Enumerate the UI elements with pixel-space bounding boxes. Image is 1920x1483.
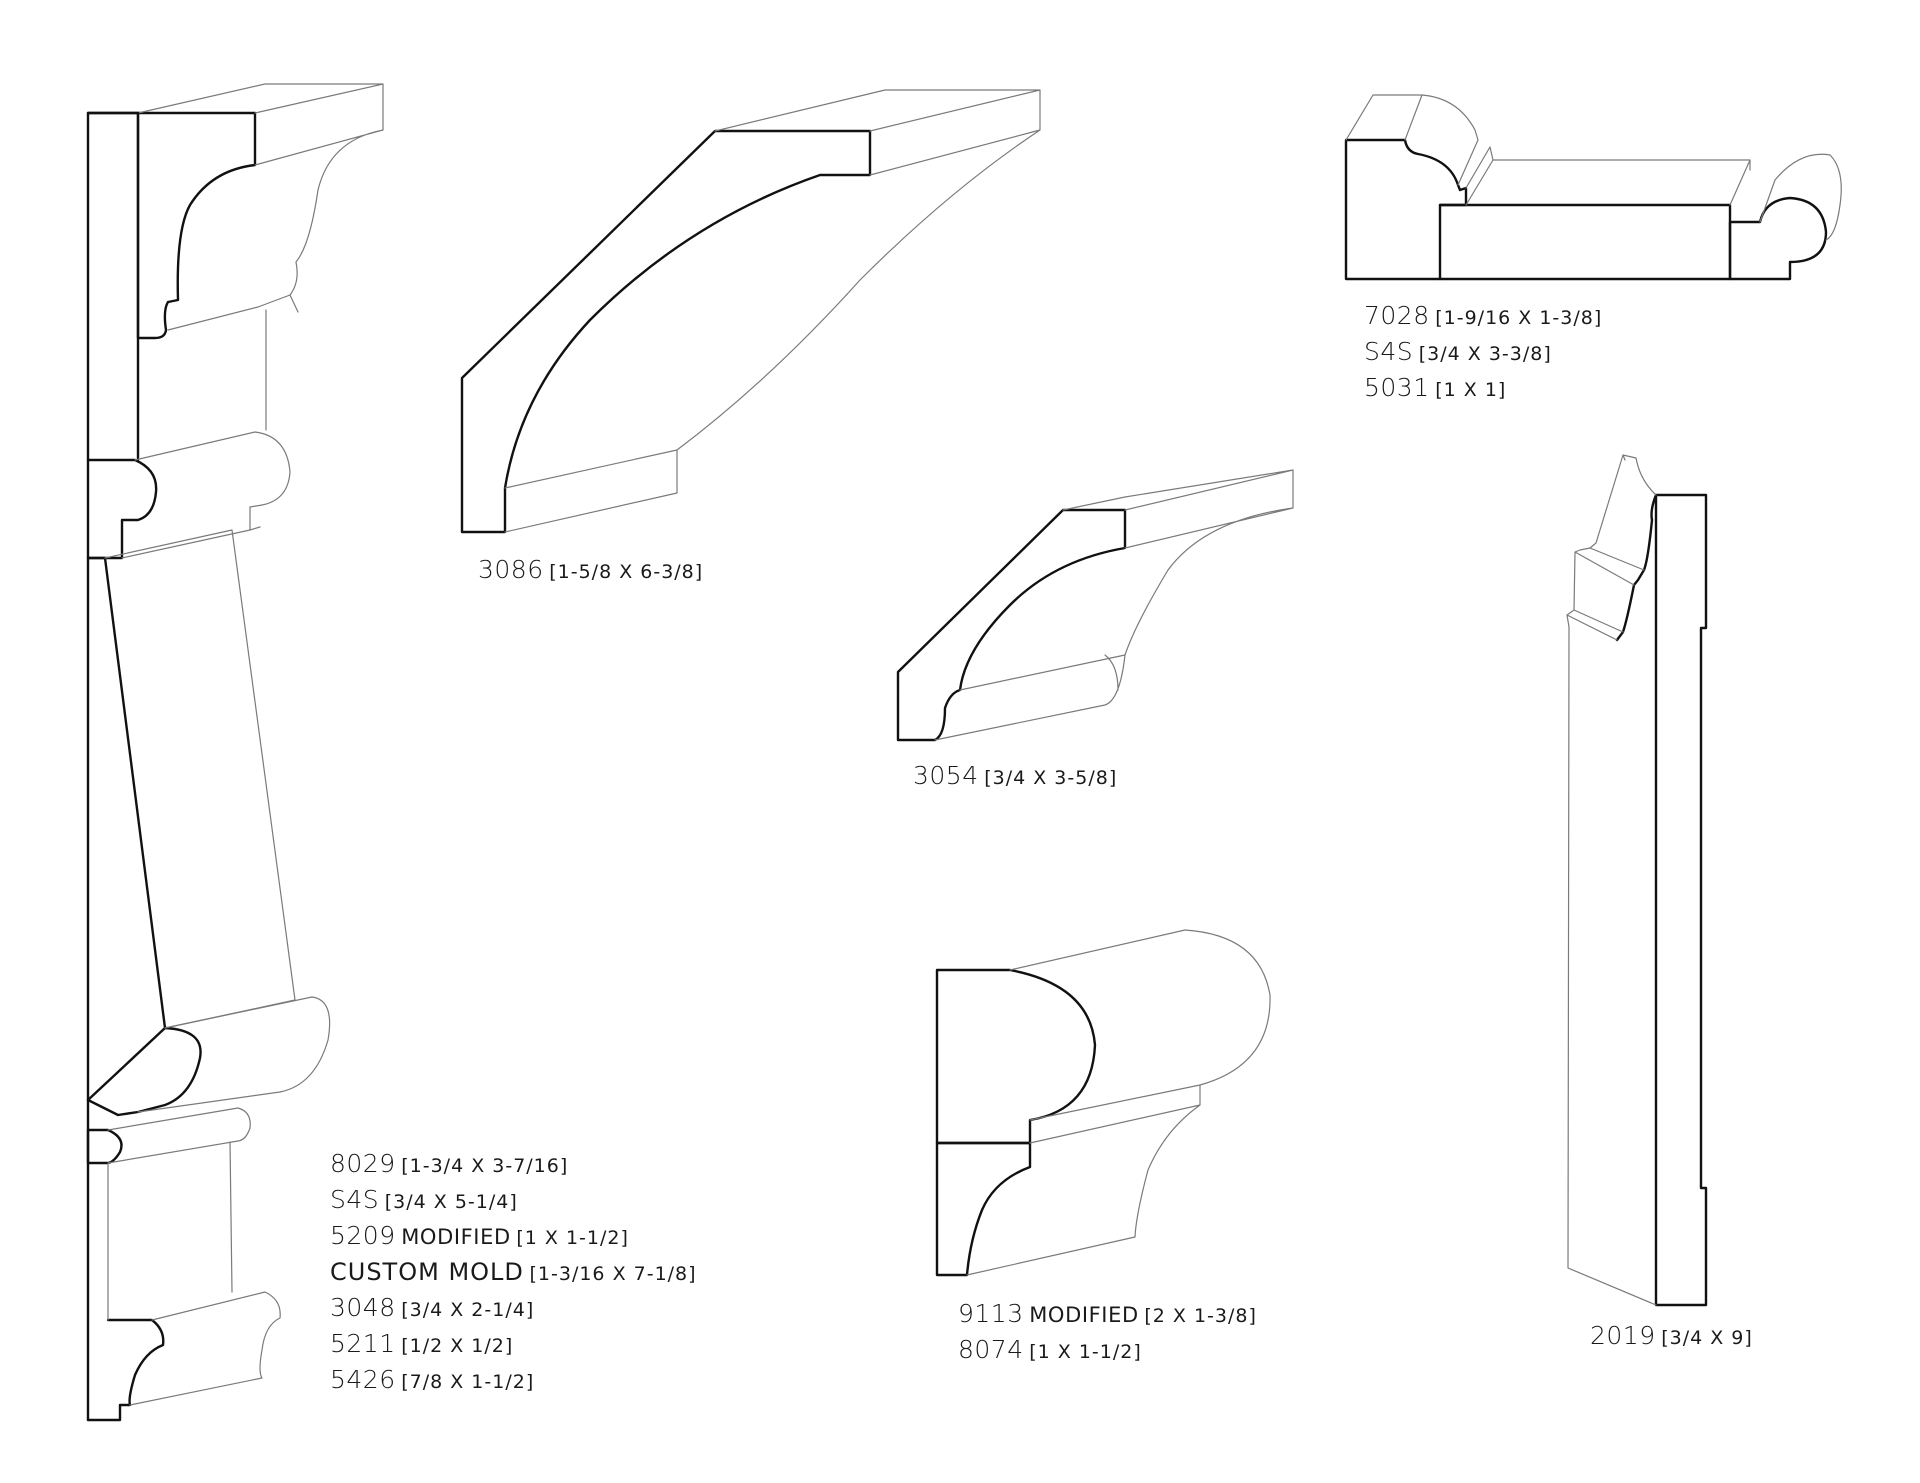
profile-8074 (935, 1141, 1032, 1277)
label-5209: 5209 MODIFIED [1 X 1-1/2] (330, 1221, 629, 1250)
extrusion-7028 (1345, 94, 1842, 241)
profile-s4s-backing (86, 111, 140, 1422)
label-5211: 5211 [1/2 X 1/2] (330, 1329, 514, 1358)
profile-5209 (86, 458, 158, 560)
label-3048: 3048 [3/4 X 2-1/4] (330, 1293, 535, 1322)
profile-custom-mold (86, 556, 167, 1102)
profile-7028 (1344, 138, 1468, 281)
extrusion-2019 (1566, 454, 1657, 1306)
profile-9113 (935, 968, 1097, 1145)
label-5031: 5031 [1 X 1] (1364, 373, 1507, 402)
assembly-9113 (935, 929, 1271, 1277)
assembly-3086 (460, 89, 1041, 534)
label-7028: 7028 [1-9/16 X 1-3/8] (1364, 301, 1603, 330)
label-3054: 3054 [3/4 X 3-5/8] (913, 761, 1118, 790)
label-3086: 3086 [1-5/8 X 6-3/8] (478, 555, 704, 584)
profile-8029 (86, 111, 257, 340)
label-8029: 8029 [1-3/4 X 3-7/16] (330, 1149, 569, 1178)
profile-3086 (460, 129, 872, 534)
profile-s4s-panel (1438, 203, 1732, 281)
label-9113: 9113 MODIFIED [2 X 1-3/8] (958, 1299, 1257, 1328)
label-2019: 2019 [3/4 X 9] (1590, 1321, 1753, 1350)
label-s4s-backing: S4S [3/4 X 5-1/4] (330, 1185, 518, 1214)
extrusion-3048 (137, 996, 331, 1113)
profile-3054 (896, 508, 1127, 742)
label-5426: 5426 [7/8 X 1-1/2] (330, 1365, 535, 1394)
assembly-3054 (896, 469, 1294, 742)
extrusion-5426 (107, 1291, 281, 1406)
extrusion-5209 (121, 431, 291, 559)
label-s4s-panel: S4S [3/4 X 3-3/8] (1364, 337, 1552, 366)
profile-2019 (1615, 493, 1708, 1307)
assembly-7028 (1344, 94, 1842, 281)
assembly-large-crown (86, 83, 384, 1422)
extrusion-3086 (504, 89, 1041, 533)
label-8074: 8074 [1 X 1-1/2] (958, 1335, 1142, 1364)
extrusion-3054 (934, 469, 1294, 741)
extrusion-8029 (137, 83, 384, 431)
extrusion-9113 (966, 929, 1271, 1276)
assembly-2019 (1566, 454, 1708, 1307)
label-custom-mold: CUSTOM MOLD [1-3/16 X 7-1/8] (330, 1258, 697, 1286)
extrusion-5211 (107, 1107, 251, 1311)
profile-3048 (86, 1026, 202, 1117)
profile-5031 (1728, 196, 1828, 281)
profile-5426 (86, 1318, 165, 1422)
profile-5211 (86, 1128, 123, 1165)
